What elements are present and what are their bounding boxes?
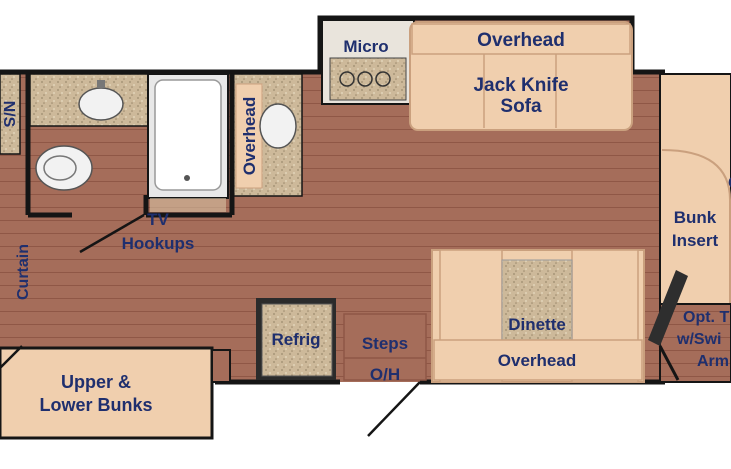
bunk-insert [659,73,731,305]
curtain-label: Curtain [15,244,32,300]
entry-steps [343,313,427,381]
steps-label: Steps [362,334,408,353]
overhead-dinette-label: Overhead [498,351,576,370]
tv-label-line1: TV [147,210,169,229]
swivel-tv-arm [648,270,688,346]
sofa-label-line1: Jack Knife [473,75,568,96]
bunks-label-line1: Upper & [61,372,131,392]
dinette-overhead [433,339,643,381]
bath-walls [25,74,235,218]
right-edge-label: C [728,173,731,192]
bunks-label-line2: Lower Bunks [39,395,152,415]
overhead-cabinet-top [411,23,631,55]
sink-icon [259,103,297,149]
opt-label-line3: Arm [697,353,729,370]
opt-label-line2: w/Swi [676,331,721,348]
ns-cabinet [0,73,21,155]
burner-icon [357,71,373,87]
tv-label-line2: Hookups [122,234,195,253]
oh-label: O/H [370,365,400,384]
burner-icon [375,71,391,87]
ns-label: N/S [0,101,17,128]
refrig-label: Refrig [271,330,320,349]
entry-door [367,381,421,437]
sofa-label-line2: Sofa [500,96,542,117]
overhead-bath-label: Overhead [240,97,259,175]
sink-icon [78,87,124,121]
overhead-top-label: Overhead [477,30,565,51]
upper-lower-bunks [0,346,214,440]
micro-label: Micro [343,37,388,56]
bath-door [79,213,145,254]
opt-label-line1: Opt. T [683,309,729,326]
bunk-insert-label-line1: Bunk [674,208,717,227]
dinette-table [501,259,573,345]
stove-top [329,57,407,101]
toilet-icon [35,145,93,191]
burner-icon [339,71,355,87]
bunk-insert-label-line2: Insert [672,231,719,250]
dinette-label: Dinette [508,315,566,334]
